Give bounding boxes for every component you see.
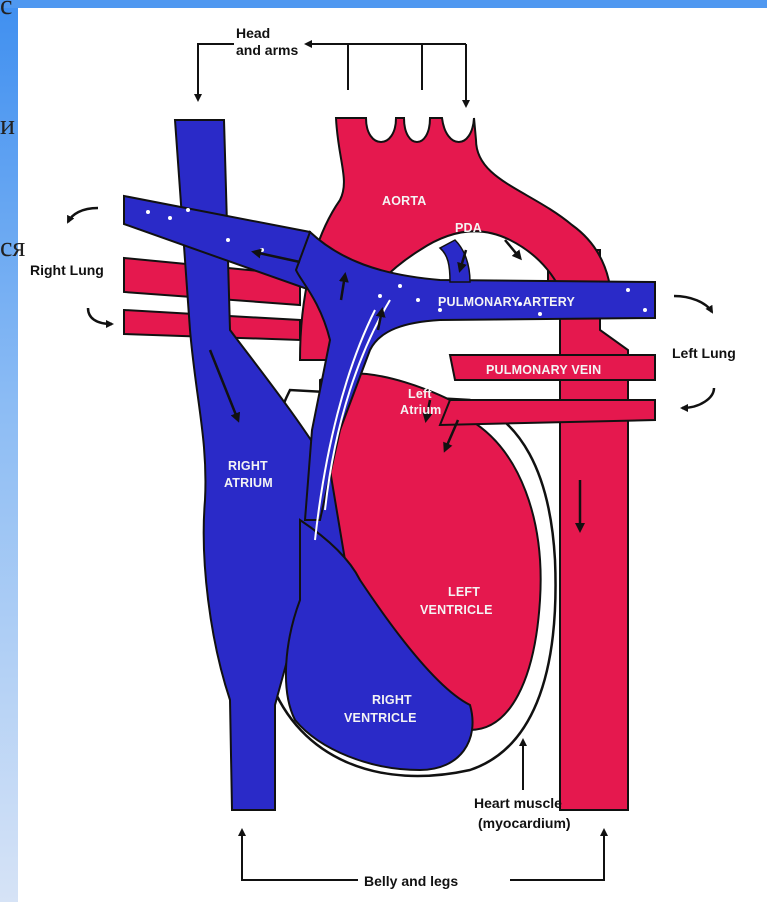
label-belly-legs: Belly and legs — [364, 873, 458, 889]
label-right-ventricle-2: VENTRICLE — [344, 711, 417, 725]
label-pda: PDA — [455, 221, 482, 235]
label-myocardium: (myocardium) — [478, 815, 571, 831]
label-left-lung: Left Lung — [672, 345, 736, 361]
label-right-lung: Right Lung — [30, 262, 104, 278]
label-left-ventricle-1: LEFT — [448, 585, 480, 599]
pda-duct — [440, 240, 470, 282]
label-right-atrium-1: RIGHT — [228, 459, 268, 473]
label-left-atrium-1: Left — [408, 387, 432, 401]
descending-aorta — [548, 250, 628, 810]
label-right-ventricle-1: RIGHT — [372, 693, 412, 707]
left-pulmonary-vein-lower — [440, 400, 655, 425]
label-pulmonary-vein: PULMONARY VEIN — [486, 363, 601, 377]
label-right-atrium-2: ATRIUM — [224, 476, 273, 490]
label-head: Head — [236, 25, 270, 41]
label-pulmonary-artery: PULMONARY ARTERY — [438, 295, 575, 309]
label-aorta: AORTA — [382, 194, 427, 208]
label-arms: and arms — [236, 42, 298, 58]
label-left-atrium-2: Atrium — [400, 403, 441, 417]
label-heart-muscle: Heart muscle — [474, 795, 562, 811]
label-left-ventricle-2: VENTRICLE — [420, 603, 493, 617]
